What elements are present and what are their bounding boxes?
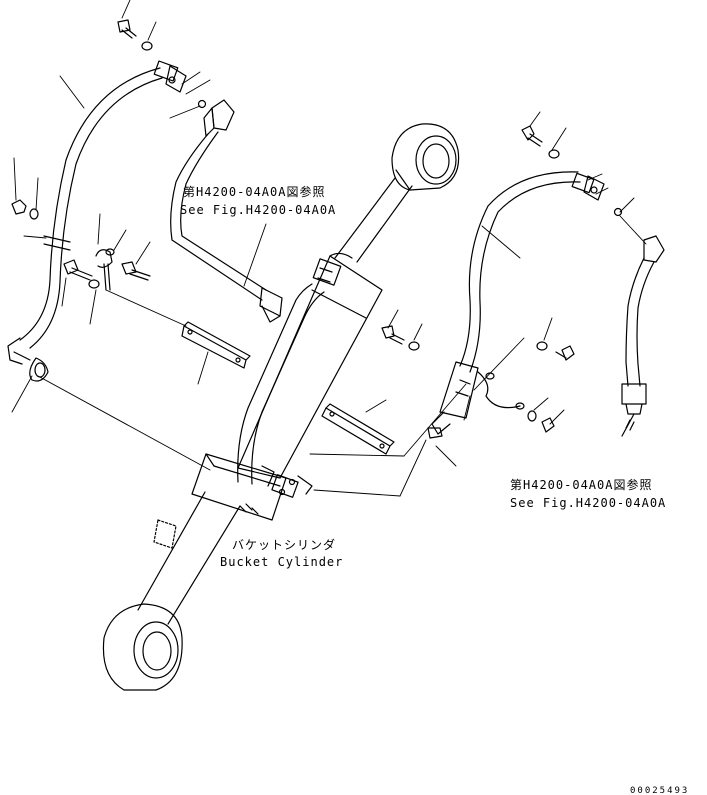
cylinder-upper-rod [334, 177, 413, 263]
cylinder-nameplate [153, 519, 177, 549]
cylinder-lower-rod [137, 491, 241, 625]
cylinder-tubes [237, 258, 342, 487]
right-hose-assembly [431, 171, 605, 435]
left-pipe-assembly [170, 99, 283, 323]
right-fasteners [381, 125, 575, 439]
reference-label-left-jp: 第H4200-04A0A図参照 [183, 185, 326, 199]
reference-label-left-en: See Fig.H4200-04A0A [180, 203, 337, 217]
document-number: 00025493 [630, 786, 690, 795]
right-pipe-assembly [613, 207, 665, 437]
reference-label-right-jp: 第H4200-04A0A図参照 [510, 478, 653, 492]
left-fasteners [11, 19, 153, 291]
cylinder-top-eye [391, 123, 460, 191]
left-bracket [181, 321, 251, 369]
cylinder-label-jp: バケットシリンダ [232, 538, 337, 552]
left-hose-assembly [7, 60, 187, 382]
reference-label-right-en: See Fig.H4200-04A0A [510, 496, 667, 510]
leader-lines [11, 0, 647, 497]
right-bracket [321, 403, 395, 455]
cylinder-bottom-eye [102, 603, 183, 691]
cylinder-label-en: Bucket Cylinder [220, 555, 344, 569]
cylinder-barrel [237, 252, 383, 479]
